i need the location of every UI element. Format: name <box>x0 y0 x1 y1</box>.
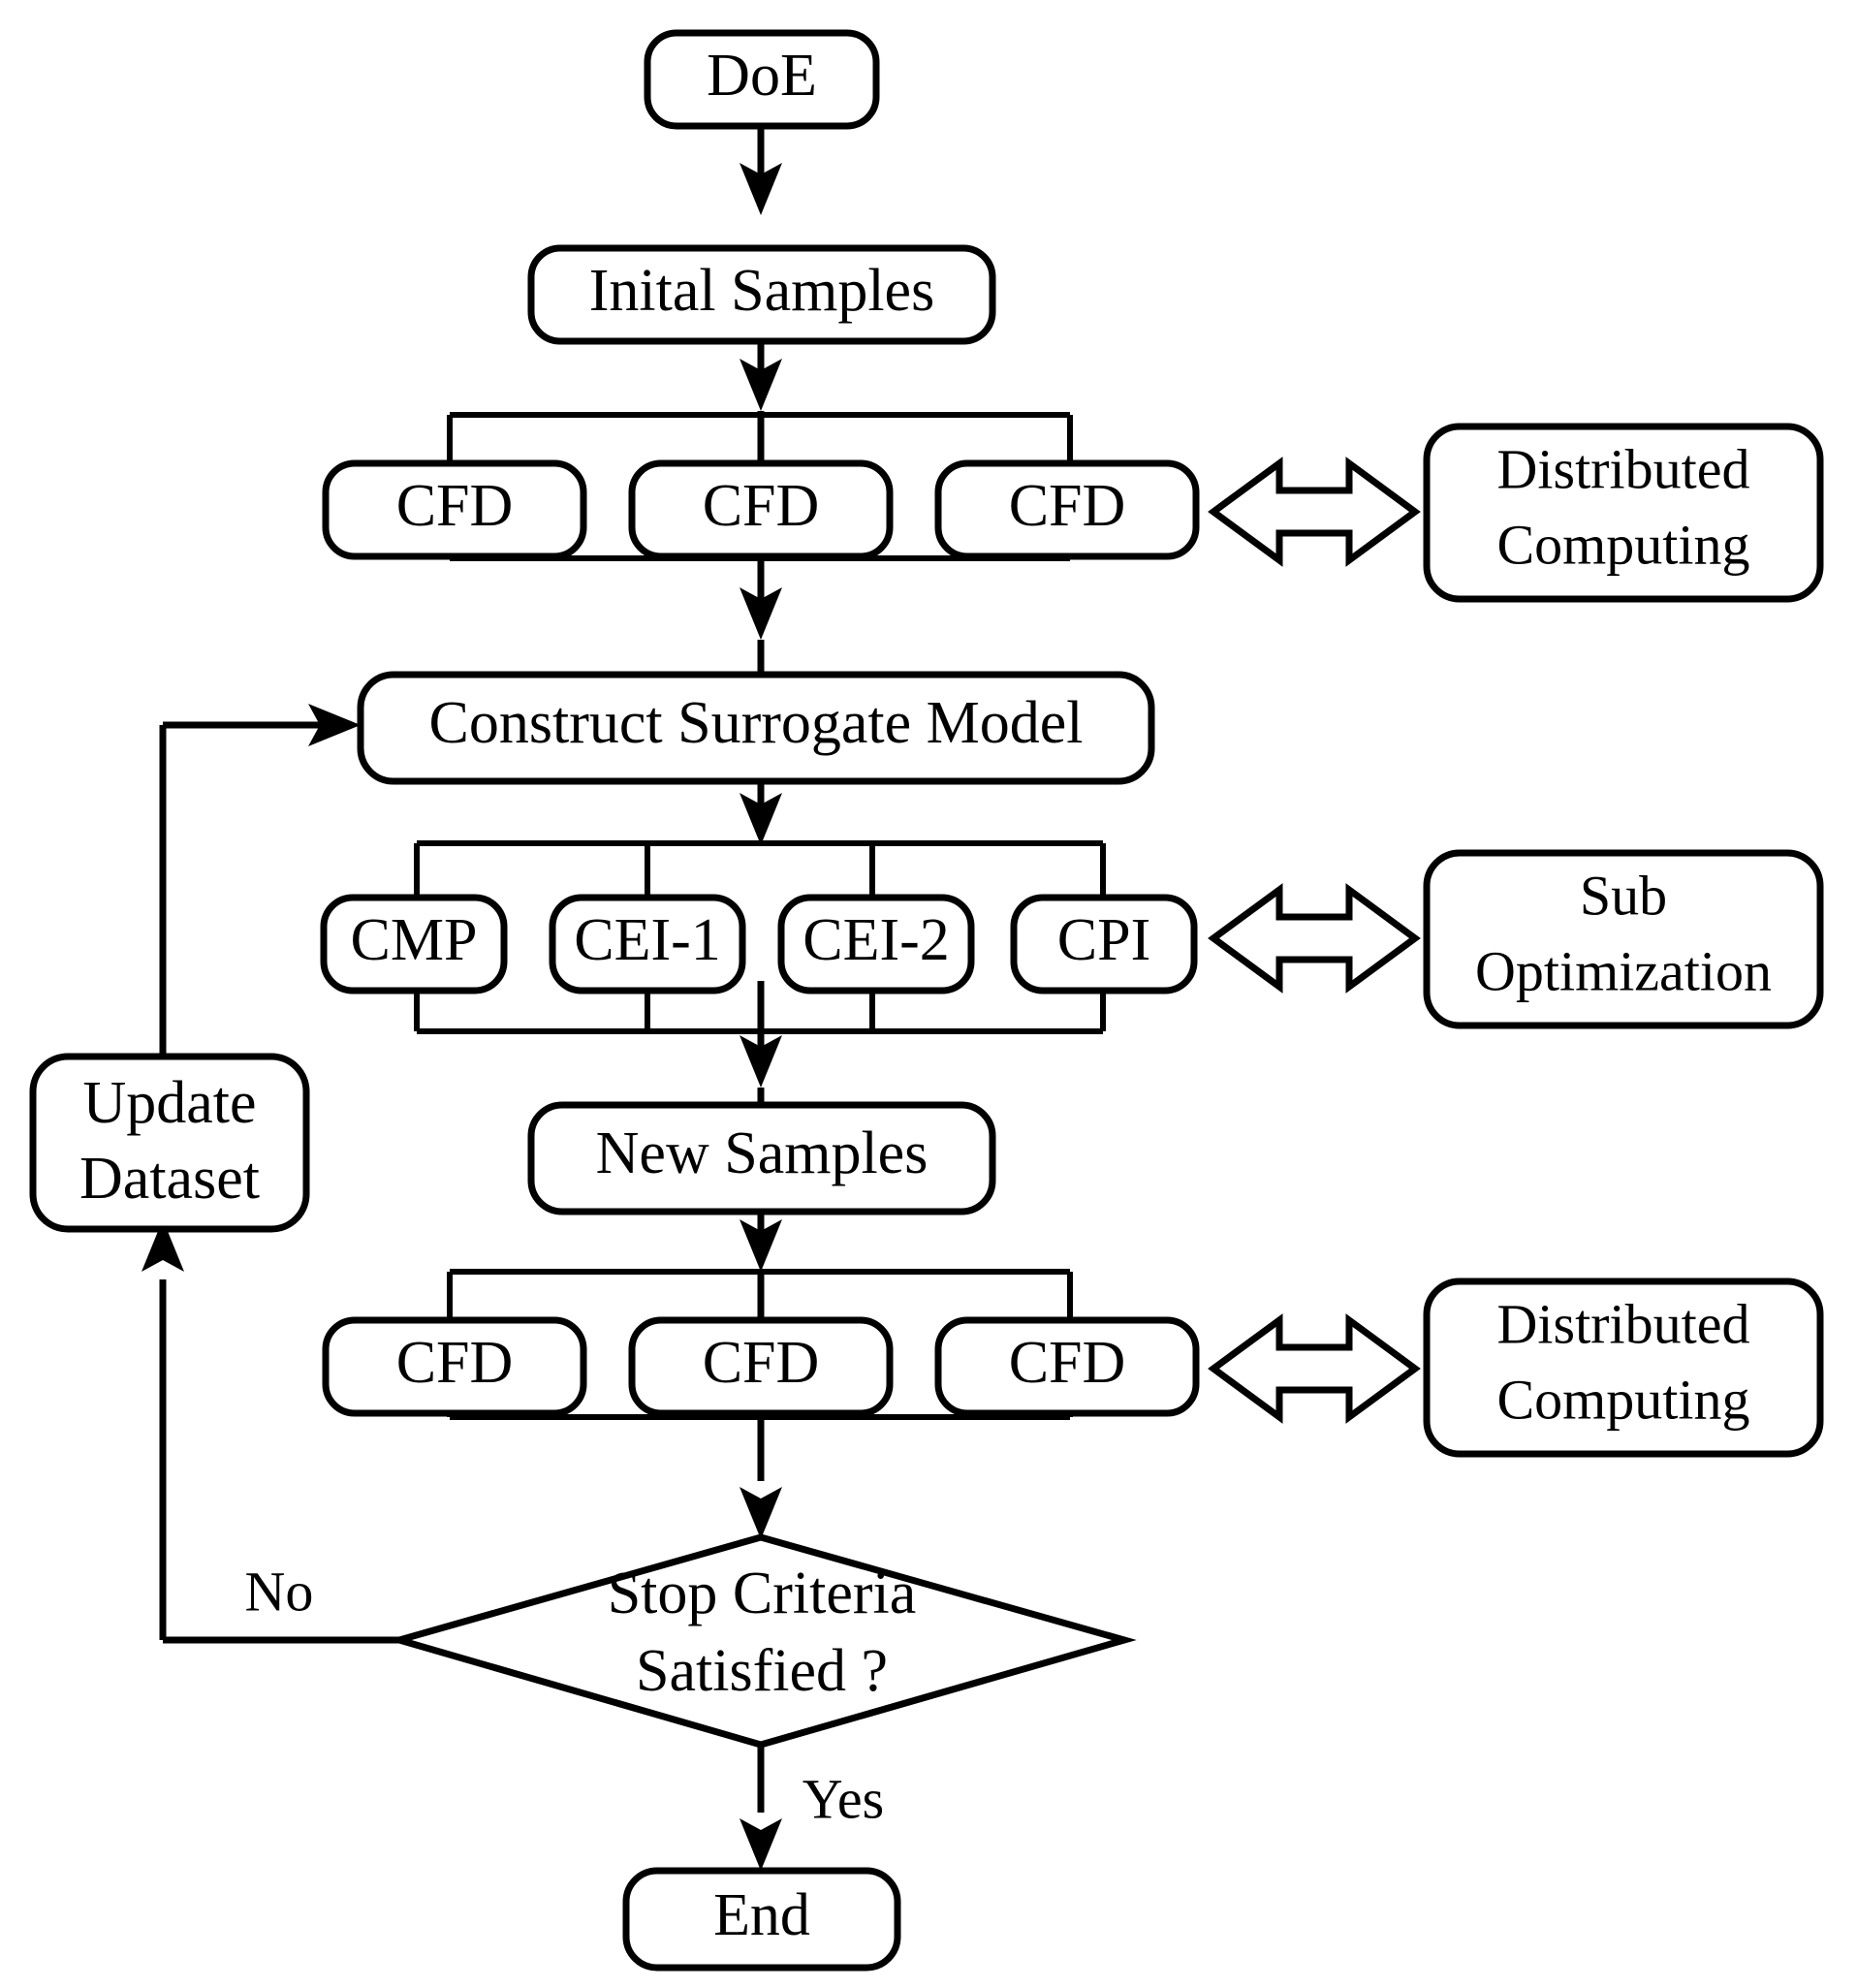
bidirectional-arrow-distributed-computing-1 <box>1208 457 1421 567</box>
node-initial-samples[interactable]: Inital Samples <box>527 244 996 345</box>
cei-1-label: CEI-1 <box>574 907 721 973</box>
distributed-computing-1-label-line1: Distributed <box>1497 437 1750 500</box>
cpi-label: CPI <box>1057 907 1150 973</box>
edge-label-no: No <box>245 1560 314 1623</box>
cpi-box[interactable] <box>1010 894 1198 994</box>
node-cpi[interactable]: CPI <box>1010 894 1198 994</box>
edge-label-yes: Yes <box>803 1767 884 1830</box>
node-cei-1[interactable]: CEI-1 <box>549 894 746 994</box>
cfd-2a-box[interactable] <box>322 1316 587 1417</box>
node-cfd-2a[interactable]: CFD <box>322 1316 587 1417</box>
bidirectional-arrow-distributed-computing-2 <box>1208 1313 1421 1424</box>
cei-1-box[interactable] <box>549 894 746 994</box>
edge-stop-criteria-no-to-update-dataset <box>142 1219 399 1644</box>
node-stop-criteria[interactable]: Stop Criteria Satisfied ? <box>387 1533 1137 1749</box>
node-new-samples[interactable]: New Samples <box>527 1101 996 1215</box>
node-doe[interactable]: DoE <box>644 29 880 130</box>
edge-doe-to-initial-samples <box>740 124 782 215</box>
initial-samples-box[interactable] <box>527 244 996 345</box>
edge-stop-criteria-yes-to-end <box>740 1745 782 1871</box>
node-cfd-1c[interactable]: CFD <box>934 459 1200 560</box>
node-sub-optimization[interactable]: Sub Optimization <box>1423 849 1824 1029</box>
sub-optimization-label-line1: Sub <box>1580 864 1667 927</box>
node-cfd-2c[interactable]: CFD <box>934 1316 1200 1417</box>
node-distributed-computing-2[interactable]: Distributed Computing <box>1423 1278 1824 1458</box>
cfd-1a-label: CFD <box>396 473 514 539</box>
stop-criteria-diamond[interactable] <box>387 1533 1137 1749</box>
node-cfd-2b[interactable]: CFD <box>628 1316 894 1417</box>
cfd-2a-label: CFD <box>396 1330 514 1396</box>
cfd-2c-label: CFD <box>1009 1330 1126 1396</box>
cfd-1a-box[interactable] <box>322 459 587 560</box>
stop-criteria-label-line1: Stop Criteria <box>608 1561 917 1626</box>
cmp-label: CMP <box>351 907 478 973</box>
update-dataset-box[interactable] <box>29 1053 310 1233</box>
node-construct-surrogate-model[interactable]: Construct Surrogate Model <box>357 671 1155 785</box>
node-end[interactable]: End <box>622 1867 901 1972</box>
node-distributed-computing-1[interactable]: Distributed Computing <box>1423 423 1824 603</box>
construct-surrogate-model-box[interactable] <box>357 671 1155 785</box>
edge-initial-samples-to-cfd-row-1 <box>740 341 782 463</box>
cfd-1c-box[interactable] <box>934 459 1200 560</box>
distributed-computing-2-label-line1: Distributed <box>1497 1292 1750 1355</box>
construct-surrogate-model-label: Construct Surrogate Model <box>428 690 1083 756</box>
doe-box[interactable] <box>644 29 880 130</box>
new-samples-box[interactable] <box>527 1101 996 1215</box>
cmp-box[interactable] <box>320 894 508 994</box>
update-dataset-label-line1: Update <box>82 1070 256 1136</box>
node-update-dataset[interactable]: Update Dataset <box>29 1053 310 1233</box>
edge-construct-surrogate-model-to-criteria-row <box>740 781 782 845</box>
bidirectional-arrow-sub-optimization <box>1208 883 1421 994</box>
stop-criteria-label-line2: Satisfied ? <box>636 1638 888 1704</box>
doe-label: DoE <box>707 43 817 109</box>
distributed-computing-1-box[interactable] <box>1423 423 1824 603</box>
bracket-criteria-row-top <box>414 840 1106 899</box>
end-box[interactable] <box>622 1867 901 1972</box>
node-cfd-1b[interactable]: CFD <box>628 459 894 560</box>
initial-samples-label: Inital Samples <box>589 258 934 324</box>
cei-2-label: CEI-2 <box>803 907 950 973</box>
edge-update-dataset-to-construct-surrogate-model <box>159 704 361 1057</box>
end-label: End <box>713 1882 810 1948</box>
cfd-2b-box[interactable] <box>628 1316 894 1417</box>
cfd-1c-label: CFD <box>1009 473 1126 539</box>
cfd-2b-label: CFD <box>703 1330 820 1396</box>
cfd-2c-box[interactable] <box>934 1316 1200 1417</box>
node-cfd-1a[interactable]: CFD <box>322 459 587 560</box>
new-samples-label: New Samples <box>596 1120 928 1186</box>
distributed-computing-1-label-line2: Computing <box>1496 513 1749 576</box>
cfd-1b-box[interactable] <box>628 459 894 560</box>
cfd-1b-label: CFD <box>703 473 820 539</box>
distributed-computing-2-label-line2: Computing <box>1496 1368 1749 1431</box>
edge-new-samples-to-cfd-row-2 <box>740 1212 782 1320</box>
sub-optimization-label-line2: Optimization <box>1475 939 1772 1002</box>
edge-criteria-row-to-new-samples <box>740 981 782 1105</box>
cei-2-box[interactable] <box>777 894 975 994</box>
node-cmp[interactable]: CMP <box>320 894 508 994</box>
distributed-computing-2-box[interactable] <box>1423 1278 1824 1458</box>
node-cei-2[interactable]: CEI-2 <box>777 894 975 994</box>
update-dataset-label-line2: Dataset <box>79 1146 260 1212</box>
sub-optimization-box[interactable] <box>1423 849 1824 1029</box>
